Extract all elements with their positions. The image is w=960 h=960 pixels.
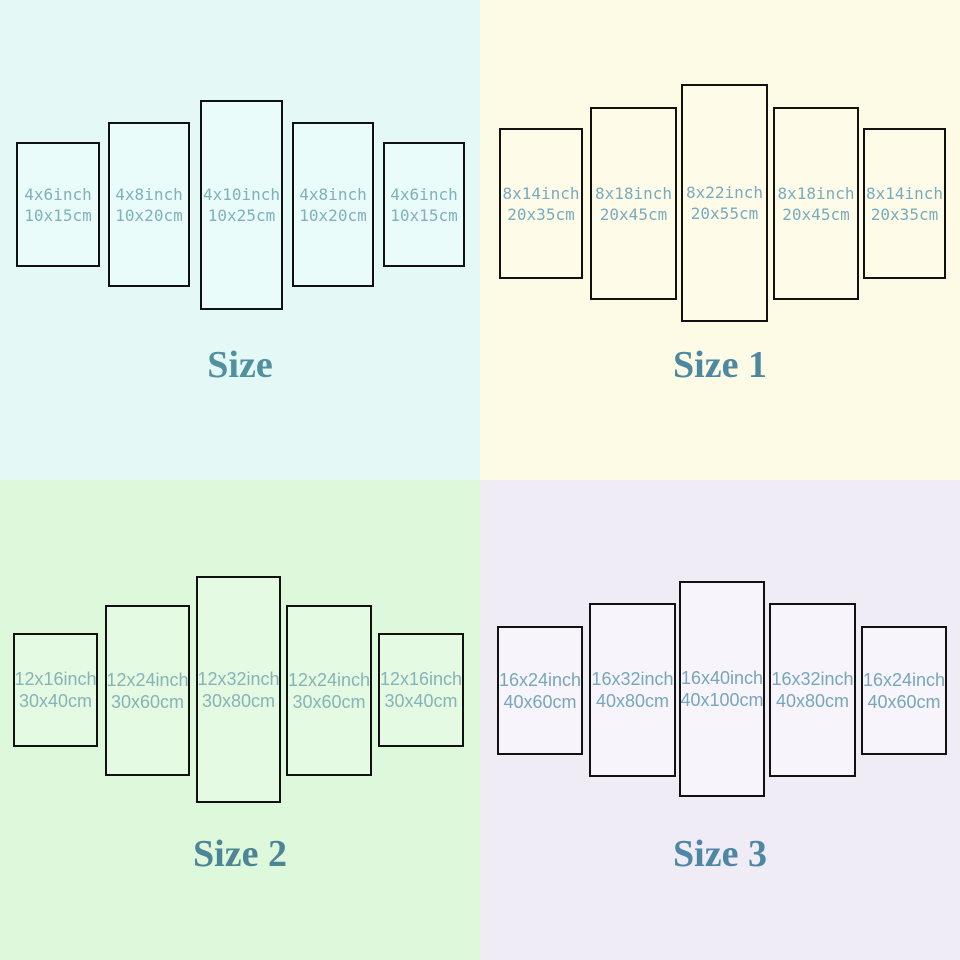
canvas-panel-4: 12x24inch 30x60cm	[286, 605, 372, 776]
cm-size: 10x15cm	[24, 205, 92, 225]
inch-size: 12x16inch	[14, 669, 97, 689]
inch-size: 12x24inch	[106, 669, 189, 690]
panel-size-label: 8x14inch 20x35cm	[866, 183, 943, 225]
canvas-panel-1: 8x14inch 20x35cm	[499, 128, 583, 279]
cm-size: 30x40cm	[384, 691, 458, 711]
panel-size-label: 4x8inch 10x20cm	[115, 184, 182, 226]
inch-size: 16x32inch	[771, 669, 854, 689]
canvas-panel-5: 8x14inch 20x35cm	[863, 128, 946, 279]
quadrant-size-1: 8x14inch 20x35cm 8x18inch 20x45cm 8x22in…	[480, 0, 960, 480]
canvas-panel-1: 12x16inch 30x40cm	[13, 633, 98, 747]
canvas-panel-2: 4x8inch 10x20cm	[108, 122, 190, 287]
quadrant-title: Size 3	[673, 833, 767, 875]
inch-size: 8x14inch	[865, 183, 944, 203]
panel-size-label: 12x16inch 30x40cm	[14, 668, 96, 712]
inch-size: 8x18inch	[594, 183, 673, 203]
canvas-panel-2: 16x32inch 40x80cm	[589, 603, 676, 777]
cm-size: 30x60cm	[110, 691, 185, 712]
canvas-panel-5: 12x16inch 30x40cm	[378, 633, 464, 747]
cm-size: 20x35cm	[870, 204, 939, 224]
panel-size-label: 16x32inch 40x80cm	[771, 668, 853, 712]
inch-size: 8x18inch	[777, 183, 855, 203]
quadrant-title: Size	[207, 344, 273, 386]
quadrant-size-2: 12x16inch 30x40cm 12x24inch 30x60cm 12x3…	[0, 480, 480, 960]
canvas-panel-1: 4x6inch 10x15cm	[16, 142, 100, 267]
cm-size: 30x60cm	[292, 691, 366, 712]
panel-size-label: 4x8inch 10x20cm	[299, 184, 366, 226]
canvas-panel-4: 8x18inch 20x45cm	[773, 107, 859, 300]
panel-size-label: 4x6inch 10x15cm	[24, 184, 91, 226]
panel-size-label: 12x24inch 30x60cm	[288, 669, 370, 713]
inch-size: 16x24inch	[862, 669, 946, 690]
quadrant-size-3: 16x24inch 40x60cm 16x32inch 40x80cm 16x4…	[480, 480, 960, 960]
panel-size-label: 12x24inch 30x60cm	[106, 669, 188, 713]
inch-size: 12x32inch	[197, 668, 280, 689]
canvas-panel-5: 16x24inch 40x60cm	[861, 626, 947, 755]
cm-size: 30x80cm	[201, 690, 276, 711]
quadrant-title: Size 2	[193, 833, 287, 875]
panel-size-label: 12x32inch 30x80cm	[197, 668, 279, 712]
panel-size-label: 16x24inch 40x60cm	[499, 669, 581, 713]
inch-size: 4x8inch	[115, 184, 183, 204]
cm-size: 40x60cm	[867, 691, 941, 712]
cm-size: 20x45cm	[782, 204, 850, 224]
cm-size: 40x60cm	[503, 691, 577, 712]
panel-size-label: 8x18inch 20x45cm	[595, 183, 672, 225]
inch-size: 4x8inch	[299, 184, 367, 204]
panel-size-label: 16x40inch 40x100cm	[680, 667, 763, 711]
inch-size: 12x24inch	[287, 669, 371, 690]
quadrant-size: 4x6inch 10x15cm 4x8inch 10x20cm 4x10inch…	[0, 0, 480, 480]
inch-size: 16x32inch	[591, 669, 674, 689]
panel-size-label: 12x16inch 30x40cm	[380, 668, 462, 712]
cm-size: 10x25cm	[207, 206, 276, 225]
canvas-panel-3: 8x22inch 20x55cm	[681, 84, 768, 322]
canvas-panel-2: 8x18inch 20x45cm	[590, 107, 677, 300]
canvas-panel-2: 12x24inch 30x60cm	[105, 605, 190, 776]
panel-size-label: 4x10inch 10x25cm	[203, 184, 280, 226]
panel-size-label: 16x32inch 40x80cm	[591, 668, 673, 712]
canvas-panel-3: 12x32inch 30x80cm	[196, 576, 281, 803]
panel-size-label: 4x6inch 10x15cm	[390, 184, 457, 226]
cm-size: 20x45cm	[599, 204, 668, 224]
cm-size: 10x15cm	[390, 205, 458, 225]
canvas-panel-4: 4x8inch 10x20cm	[292, 122, 374, 287]
panel-size-label: 8x22inch 20x55cm	[686, 182, 763, 224]
canvas-panel-3: 4x10inch 10x25cm	[200, 100, 283, 310]
inch-size: 8x22inch	[685, 183, 764, 202]
cm-size: 40x100cm	[680, 690, 764, 710]
inch-size: 4x6inch	[390, 184, 458, 204]
quadrant-title: Size 1	[673, 344, 767, 386]
panel-size-label: 8x18inch 20x45cm	[777, 183, 854, 225]
panel-size-label: 8x14inch 20x35cm	[502, 183, 579, 225]
inch-size: 16x24inch	[498, 669, 582, 690]
cm-size: 30x40cm	[18, 691, 93, 711]
panel-size-label: 16x24inch 40x60cm	[863, 669, 945, 713]
cm-size: 20x35cm	[507, 204, 575, 224]
cm-size: 40x80cm	[595, 691, 670, 711]
inch-size: 4x6inch	[24, 184, 92, 204]
inch-size: 12x16inch	[379, 669, 463, 689]
inch-size: 16x40inch	[680, 668, 764, 688]
canvas-panel-1: 16x24inch 40x60cm	[497, 626, 583, 755]
inch-size: 4x10inch	[202, 185, 281, 204]
cm-size: 20x55cm	[690, 204, 759, 223]
inch-size: 8x14inch	[502, 183, 580, 203]
canvas-panel-3: 16x40inch 40x100cm	[679, 581, 765, 797]
cm-size: 10x20cm	[115, 205, 183, 225]
cm-size: 40x80cm	[775, 691, 850, 711]
cm-size: 10x20cm	[299, 205, 367, 225]
canvas-panel-4: 16x32inch 40x80cm	[769, 603, 856, 777]
canvas-panel-5: 4x6inch 10x15cm	[383, 142, 465, 267]
